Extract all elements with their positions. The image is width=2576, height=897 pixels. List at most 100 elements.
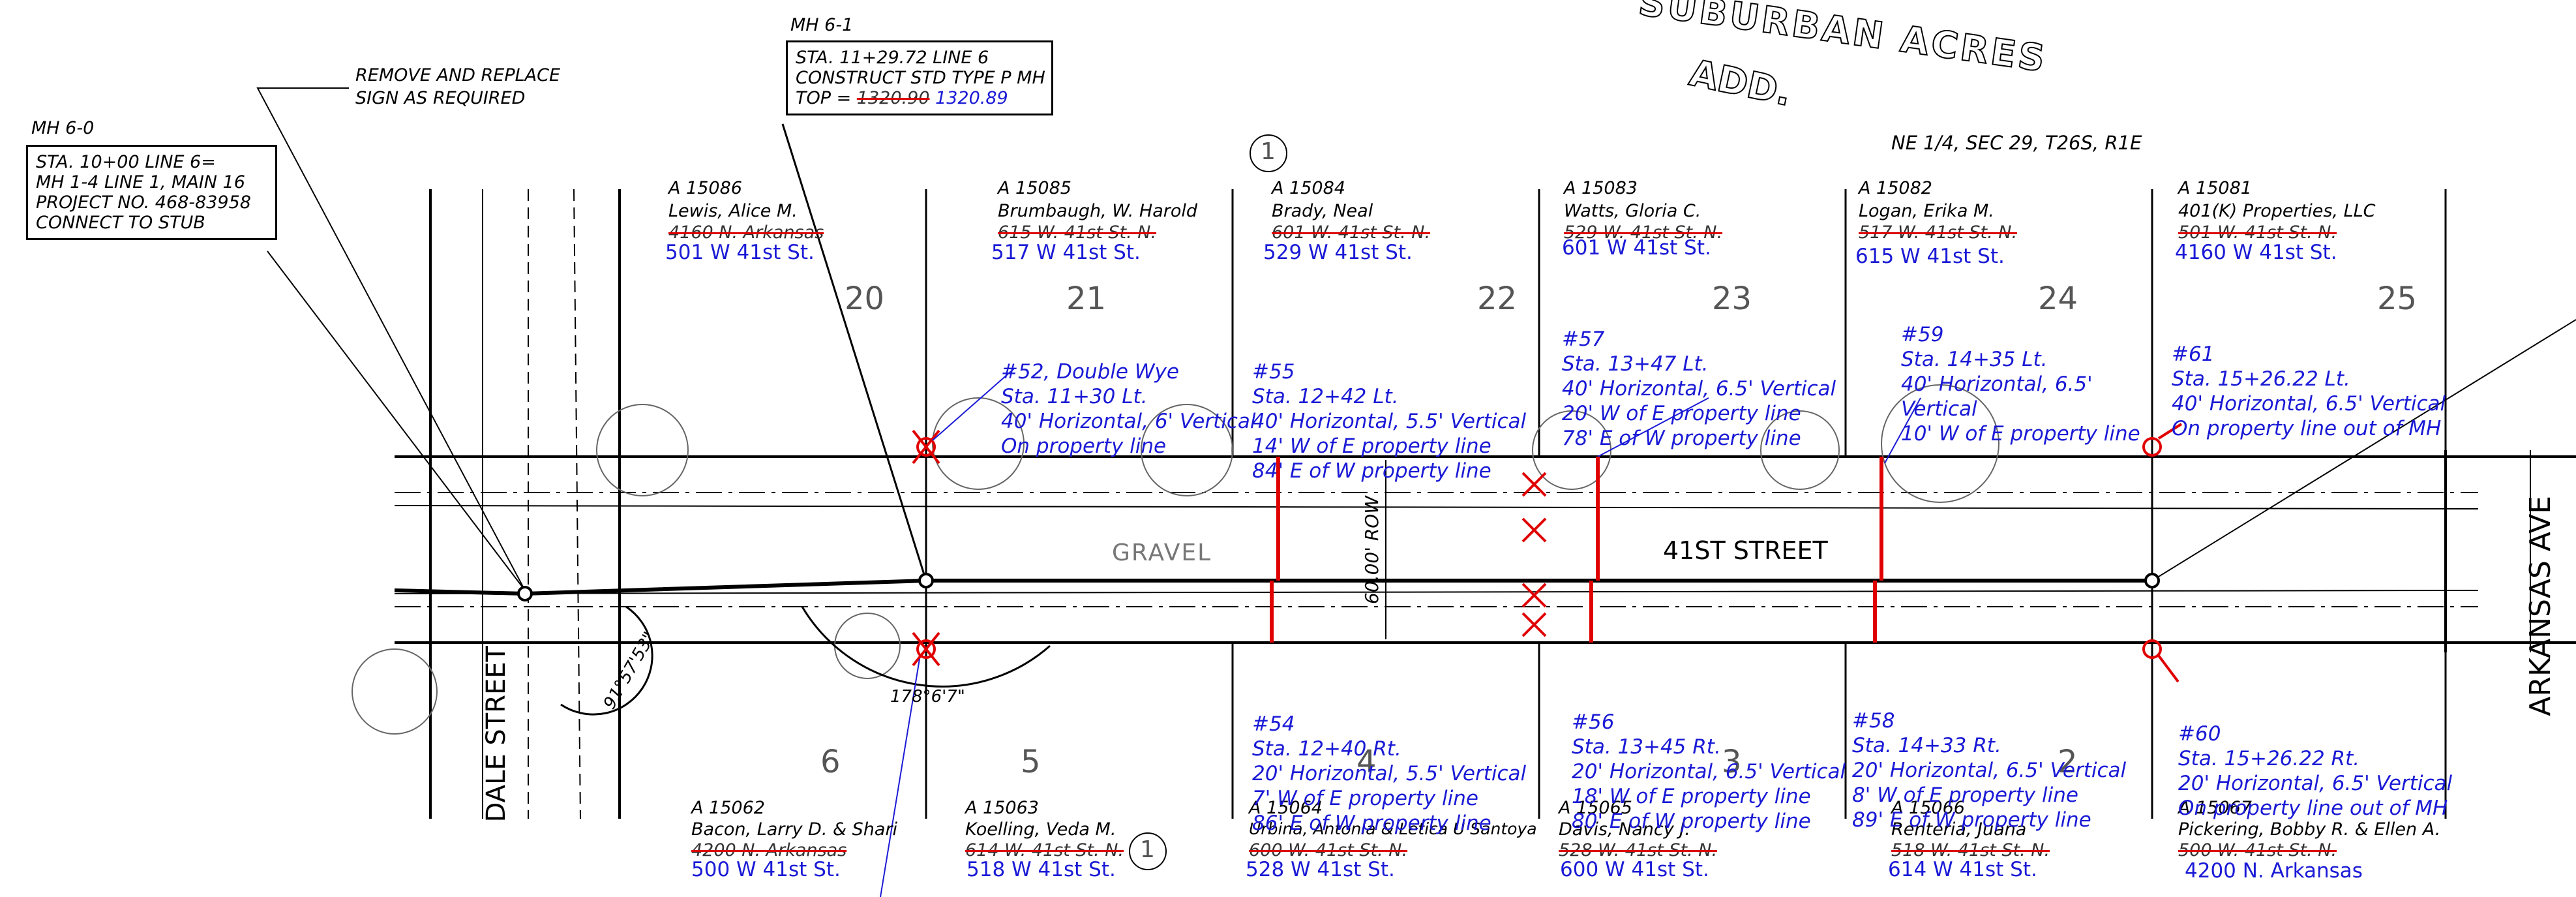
mh61-top-line: TOP = 1320.90 1320.89 — [796, 88, 1008, 108]
service-61-marker — [2142, 437, 2162, 457]
parcel-new-address: 600 W 41st St. — [1560, 858, 1709, 881]
parcel-number: 5 — [1021, 744, 1041, 780]
mh61-box: STA. 11+29.72 LINE 6 CONSTRUCT STD TYPE … — [786, 40, 1053, 115]
parcel-owner: Bacon, Larry D. & Shari — [691, 819, 898, 840]
parcel-owner: Davis, Nancy J. — [1559, 819, 1690, 840]
row-label: 60.00' ROW — [1361, 496, 1383, 604]
angle-arc-2 — [560, 605, 653, 716]
tree-circle — [1760, 410, 1840, 490]
parcel-old-address: 615 W. 41st St. N. — [998, 222, 1157, 243]
mh60-line: CONNECT TO STUB — [36, 213, 205, 233]
parcel-old-address: 614 W. 41st St. N. — [965, 840, 1124, 860]
dale-curb-e — [573, 189, 581, 819]
parcel-id: A 15081 — [2178, 178, 2252, 198]
mh60-line: PROJECT NO. 468-83958 — [36, 192, 251, 213]
tree-circle — [1881, 384, 1999, 503]
tree-circle — [352, 648, 438, 735]
parcel-number: 20 — [845, 281, 885, 317]
parcel-old-address: 600 W. 41st St. N. — [1249, 840, 1408, 860]
parcel-id: A 15085 — [998, 178, 1071, 198]
mh61-line: CONSTRUCT STD TYPE P MH — [796, 68, 1045, 88]
parcel-owner: Renteria, Juana — [1891, 819, 2027, 840]
angle-arc — [801, 606, 1051, 688]
parcel-id: A 15083 — [1564, 178, 1638, 198]
service-52-marker — [916, 437, 936, 457]
angle-label-2: 178°6'7" — [890, 687, 965, 707]
leader-52 — [932, 368, 1015, 441]
parcel-owner: Brumbaugh, W. Harold — [998, 201, 1198, 221]
manhole-60 — [517, 586, 533, 601]
tree-circle — [1141, 404, 1233, 496]
mh60-title: MH 6-0 — [31, 118, 95, 138]
circle-1-top-label: 1 — [1261, 138, 1276, 165]
section-label: NE 1/4, SEC 29, T26S, R1E — [1891, 132, 2142, 154]
parcel-new-address: 4160 W 41st St. — [2175, 241, 2337, 264]
parcel-number: 4 — [1356, 744, 1377, 780]
parcel-new-address: 528 W 41st St. — [1246, 858, 1395, 881]
mh60-leader — [267, 251, 526, 591]
tree-circle — [596, 404, 689, 496]
parcel-number: 3 — [1722, 744, 1742, 780]
parcel-owner: Watts, Gloria C. — [1564, 201, 1701, 221]
service-53-marker — [916, 639, 936, 659]
parcel-old-address: 529 W. 41st St. N. — [1564, 222, 1723, 243]
parcel-old-address: 4200 N. Arkansas — [691, 840, 847, 860]
sign-note-line1: REMOVE AND REPLACE — [355, 65, 561, 85]
parcel-new-address: 614 W 41st St. — [1888, 858, 2037, 881]
leader-53 — [880, 658, 920, 897]
parcel-new-address: 518 W 41st St. — [966, 858, 1116, 881]
parcel-old-address: 601 W. 41st St. N. — [1272, 222, 1431, 243]
parcel-owner: Logan, Erika M. — [1859, 201, 1994, 221]
north-edge-line — [394, 505, 2479, 509]
parcel-new-address: 517 W 41st St. — [991, 241, 1141, 264]
leader-57 — [1597, 397, 1709, 457]
parcel-number: 21 — [1066, 281, 1107, 317]
parcel-number: 22 — [1477, 281, 1518, 317]
parcel-new-address: 529 W 41st St. — [1263, 241, 1413, 264]
mh60-line: MH 1-4 LINE 1, MAIN 16 — [36, 172, 245, 192]
mh61-leader — [781, 123, 927, 581]
circle-callout-1 — [1250, 134, 1287, 172]
mh61-title: MH 6-1 — [790, 15, 854, 35]
manhole-61 — [918, 573, 934, 588]
gravel-label: GRAVEL — [1112, 540, 1212, 566]
parcel-new-address: 615 W 41st St. — [1855, 245, 2005, 268]
mh60-box: STA. 10+00 LINE 6= MH 1-4 LINE 1, MAIN 1… — [26, 145, 277, 240]
manhole-end — [2144, 573, 2160, 588]
parcel-number: 23 — [1712, 281, 1752, 317]
parcel-number: 25 — [2377, 281, 2418, 317]
parcel-id: A 15082 — [1859, 178, 1932, 198]
parcel-id: A 15062 — [691, 798, 765, 818]
parcel-id: A 15084 — [1272, 178, 1345, 198]
service-60-marker — [2142, 639, 2162, 659]
parcel-new-address: 501 W 41st St. — [665, 241, 815, 264]
parcel-number: 2 — [2058, 744, 2078, 780]
mh61-line: STA. 11+29.72 LINE 6 — [796, 48, 989, 68]
street-41st-label: 41ST STREET — [1663, 536, 1828, 565]
sign-note-line2: SIGN AS REQUIRED — [355, 88, 526, 108]
parcel-old-address: 500 W. 41st St. N. — [2178, 840, 2337, 860]
street-arkansas-label: ARKANSAS AVE — [2524, 496, 2557, 716]
mh60-line: STA. 10+00 LINE 6= — [36, 152, 216, 172]
parcel-owner: Koelling, Veda M. — [965, 819, 1116, 840]
street-dale-label: DALE STREET — [481, 646, 511, 823]
parcel-old-address: 518 W. 41st St. N. — [1891, 840, 2050, 860]
parcel-owner: 401(K) Properties, LLC — [2178, 201, 2376, 221]
parcel-old-address: 517 W. 41st St. N. — [1859, 222, 2018, 243]
parcel-new-address: 500 W 41st St. — [691, 858, 841, 881]
right-leader — [2151, 319, 2576, 581]
circle-1-bottom-label: 1 — [1140, 836, 1155, 863]
leader-59 — [1884, 397, 1921, 464]
parcel-old-address: 4160 N. Arkansas — [668, 222, 824, 243]
parcel-id: A 15067 — [2178, 798, 2252, 818]
parcel-owner: Pickering, Bobby R. & Ellen A. — [2178, 819, 2441, 840]
parcel-new-address: 601 W 41st St. — [1562, 236, 1711, 260]
